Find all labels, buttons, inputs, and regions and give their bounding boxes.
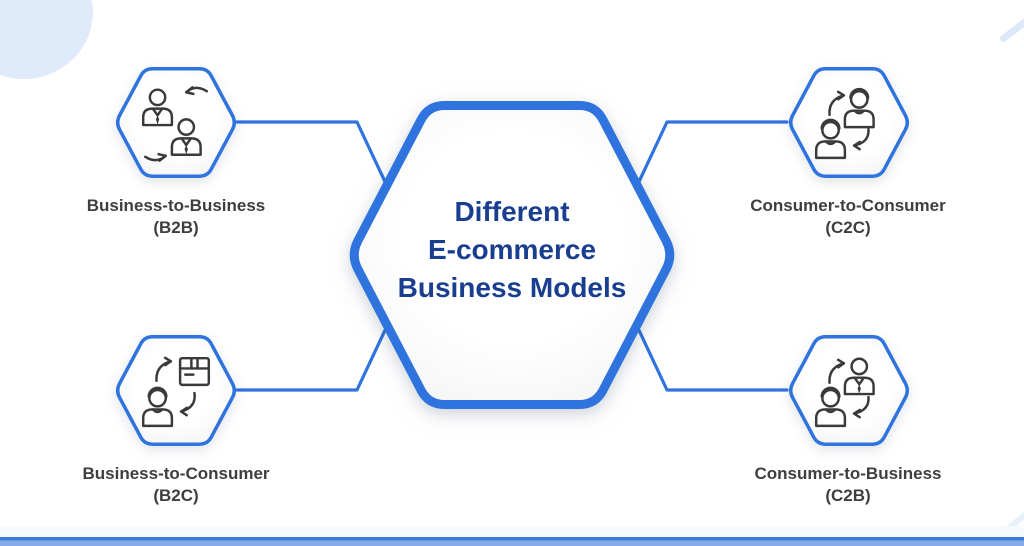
label-b2c: Business-to-Consumer (B2C) bbox=[26, 463, 326, 507]
label-c2c-abbr: (C2C) bbox=[825, 218, 871, 237]
node-c2c bbox=[786, 66, 912, 179]
label-c2c-name: Consumer-to-Consumer bbox=[750, 196, 946, 215]
label-c2b-name: Consumer-to-Business bbox=[754, 464, 942, 483]
bottom-soft-band bbox=[0, 526, 1024, 537]
b2b-exchange-icon bbox=[141, 85, 208, 162]
node-c2b bbox=[786, 334, 912, 447]
label-b2b-name: Business-to-Business bbox=[86, 196, 266, 215]
title-line-2: E-commerce bbox=[427, 234, 597, 265]
label-b2b: Business-to-Business (B2B) bbox=[26, 195, 326, 239]
label-b2c-abbr: (B2C) bbox=[153, 486, 199, 505]
bottom-blue-bar bbox=[0, 537, 1024, 546]
label-b2b-abbr: (B2B) bbox=[153, 218, 199, 237]
label-c2c: Consumer-to-Consumer (C2C) bbox=[698, 195, 998, 239]
node-b2c bbox=[113, 334, 239, 447]
label-c2b: Consumer-to-Business (C2B) bbox=[698, 463, 998, 507]
c2b-exchange-icon bbox=[814, 356, 875, 427]
c2c-exchange-icon bbox=[814, 87, 875, 159]
title-line-1: Different bbox=[454, 196, 570, 227]
title-line-3: Business Models bbox=[397, 272, 627, 303]
node-b2b bbox=[113, 66, 239, 179]
diagram-title: Different E-commerce Business Models bbox=[345, 95, 679, 405]
label-b2c-name: Business-to-Consumer bbox=[82, 464, 270, 483]
b2c-exchange-icon bbox=[141, 356, 211, 427]
central-hexagon bbox=[345, 100, 679, 410]
label-c2b-abbr: (C2B) bbox=[825, 486, 871, 505]
